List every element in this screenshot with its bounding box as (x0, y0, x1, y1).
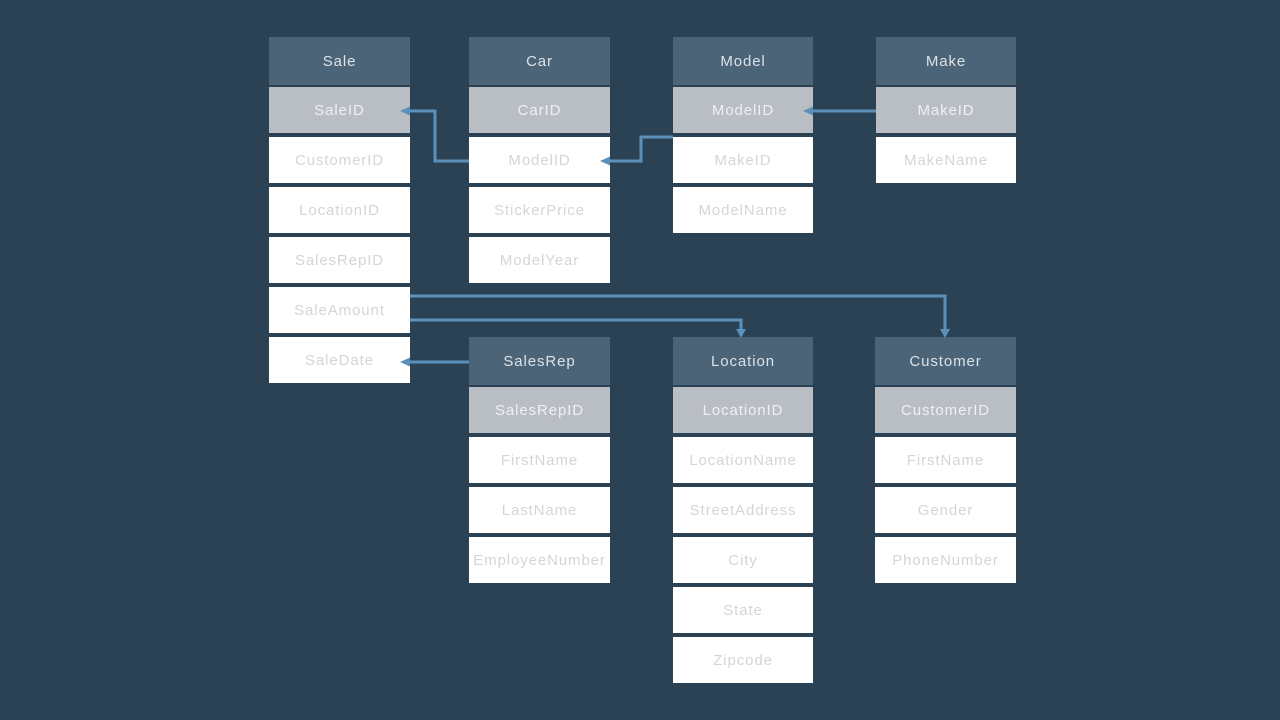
field-row-phonenumber: PhoneNumber (875, 537, 1016, 583)
field-row-customerid: CustomerID (269, 137, 410, 183)
field-row-makeid: MakeID (876, 87, 1016, 133)
table-title-sale: Sale (269, 37, 410, 85)
field-row-gender: Gender (875, 487, 1016, 533)
field-row-streetaddress: StreetAddress (673, 487, 813, 533)
table-title-car: Car (469, 37, 610, 85)
relationship-line-1 (610, 135, 673, 163)
field-row-modelname: ModelName (673, 187, 813, 233)
field-row-customerid: CustomerID (875, 387, 1016, 433)
table-title-customer: Customer (875, 337, 1016, 385)
field-row-salesrepid: SalesRepID (269, 237, 410, 283)
field-row-state: State (673, 587, 813, 633)
field-row-modelyear: ModelYear (469, 237, 610, 283)
field-row-modelid: ModelID (673, 87, 813, 133)
field-row-carid: CarID (469, 87, 610, 133)
field-row-zipcode: Zipcode (673, 637, 813, 683)
field-row-saledate: SaleDate (269, 337, 410, 383)
field-row-city: City (673, 537, 813, 583)
field-row-stickerprice: StickerPrice (469, 187, 610, 233)
field-row-lastname: LastName (469, 487, 610, 533)
field-row-saleid: SaleID (269, 87, 410, 133)
relationship-line-3 (410, 294, 947, 335)
field-row-makename: MakeName (876, 137, 1016, 183)
field-row-employeenumber: EmployeeNumber (469, 537, 610, 583)
table-title-model: Model (673, 37, 813, 85)
table-title-salesrep: SalesRep (469, 337, 610, 385)
field-row-makeid: MakeID (673, 137, 813, 183)
table-title-location: Location (673, 337, 813, 385)
field-row-locationname: LocationName (673, 437, 813, 483)
relationship-line-0 (410, 109, 469, 163)
table-title-make: Make (876, 37, 1016, 85)
field-row-saleamount: SaleAmount (269, 287, 410, 333)
relationship-line-4 (410, 318, 743, 335)
field-row-modelid: ModelID (469, 137, 610, 183)
field-row-firstname: FirstName (469, 437, 610, 483)
field-row-locationid: LocationID (269, 187, 410, 233)
field-row-locationid: LocationID (673, 387, 813, 433)
field-row-firstname: FirstName (875, 437, 1016, 483)
field-row-salesrepid: SalesRepID (469, 387, 610, 433)
